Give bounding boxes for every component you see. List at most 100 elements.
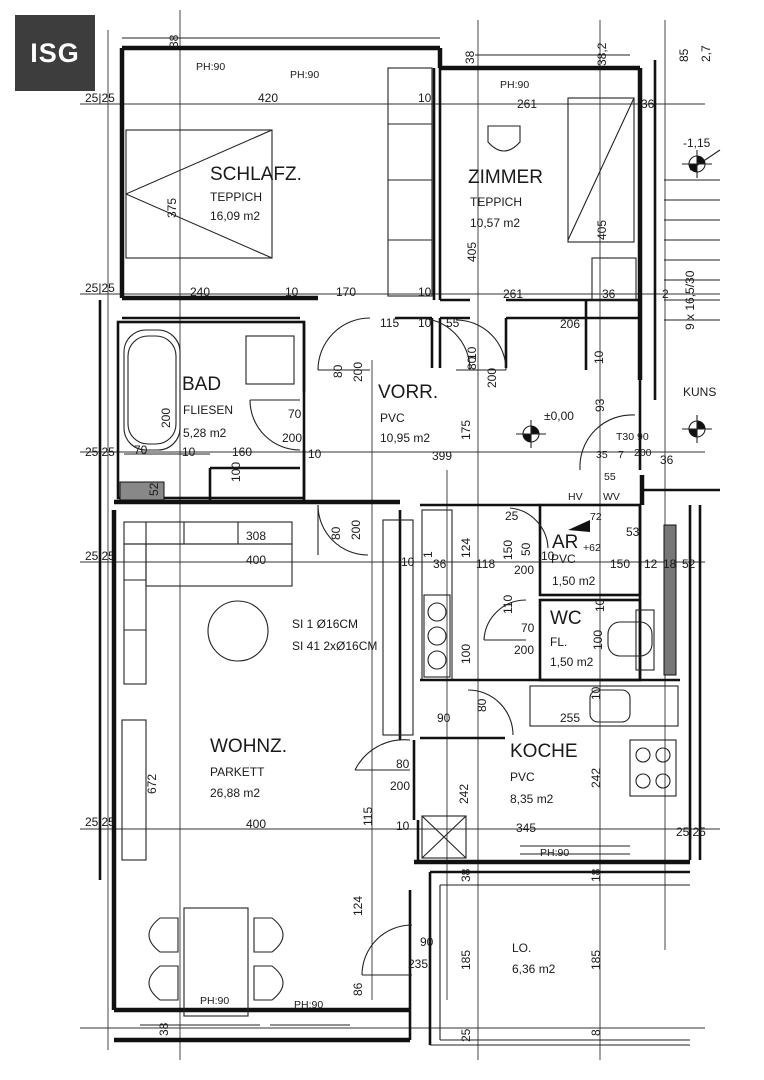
dim-label: 124	[459, 538, 473, 558]
dim-label: 150	[501, 540, 515, 560]
dim-label: 10	[418, 316, 432, 330]
room-floor-wc: FL.	[550, 635, 567, 649]
dim-label: 38	[167, 34, 181, 48]
dim-label: 200	[485, 368, 499, 388]
dim-label: 200	[351, 362, 365, 382]
room-floor-schlafz: TEPPICH	[210, 190, 262, 204]
note-level-0: ±0,00	[544, 409, 574, 423]
room-name-wc: WC	[550, 608, 582, 629]
dim-label: 38,2	[595, 42, 609, 66]
dim-label: 115	[380, 316, 399, 330]
room-area-koche: 8,35 m2	[510, 792, 554, 806]
room-name-ar: AR	[552, 532, 578, 553]
dim-label: 200	[159, 408, 173, 428]
dim-label: 400	[246, 553, 266, 567]
dimension-lines	[80, 10, 720, 1060]
dim-label: 115	[361, 807, 375, 826]
walls	[98, 37, 720, 1046]
dim-label: 25	[459, 1028, 473, 1042]
room-area-schlafz: 16,09 m2	[210, 209, 260, 223]
dim-label: 53	[626, 525, 640, 539]
dim-label: 10	[308, 447, 322, 461]
dim-label: 235	[408, 957, 428, 971]
dim-label: 10	[593, 598, 607, 612]
dim-label: 36	[602, 287, 616, 301]
dim-label: 25|25	[85, 549, 115, 563]
dim-label: 52	[147, 482, 161, 496]
dim-label: 93	[593, 398, 607, 412]
room-name-vorr: VORR.	[378, 382, 438, 403]
note-si41: SI 41 2xØ16CM	[292, 639, 377, 653]
room-labels: SCHLAFZ. TEPPICH 16,09 m2 ZIMMER TEPPICH…	[182, 164, 596, 976]
dim-label: PH:90	[196, 61, 225, 73]
dim-label: 420	[258, 91, 278, 105]
dim-label: 110	[501, 595, 515, 614]
dim-label: 100	[459, 644, 473, 664]
dim-label: 25|25	[85, 91, 115, 105]
note-plus62: +62	[583, 542, 601, 554]
dim-label: 261	[517, 97, 537, 111]
dim-label: 35	[596, 449, 608, 461]
note-t30: T30 90	[616, 431, 649, 443]
dim-label: 405	[465, 242, 479, 262]
note-wv: WV	[603, 491, 620, 503]
dim-label: 80	[465, 356, 479, 370]
dim-label: 1	[421, 551, 435, 558]
dim-label: 38	[459, 868, 473, 882]
dim-label: 375	[165, 198, 179, 218]
dim-label: 672	[145, 774, 159, 794]
dim-label: 10	[589, 686, 603, 700]
dim-label: 18	[589, 868, 603, 882]
dim-label: 18	[663, 557, 677, 571]
dim-label: PH:90	[290, 69, 319, 81]
dimension-labels: 38 38 38,2 85 2,7 PH:90 PH:90 PH:90 420 …	[85, 34, 713, 1042]
room-area-zimmer: 10,57 m2	[470, 216, 520, 230]
dim-label: 10	[396, 819, 410, 833]
dim-label: 400	[246, 817, 266, 831]
dim-label: 52	[682, 557, 696, 571]
room-floor-zimmer: TEPPICH	[470, 195, 522, 209]
dim-label: 50	[519, 542, 533, 556]
dim-label: 206	[560, 317, 580, 331]
dim-label: 90	[420, 935, 434, 949]
dim-label: 150	[610, 557, 630, 571]
dim-label: 175	[459, 420, 473, 440]
room-area-wohnz: 26,88 m2	[210, 786, 260, 800]
dim-label: 70	[288, 407, 302, 421]
dim-label: 200	[349, 520, 363, 540]
room-floor-ar: PVC	[551, 552, 576, 566]
note-stair: 9 x 16,5/30	[683, 270, 697, 330]
dim-label: 10	[401, 555, 415, 569]
dim-label: 124	[351, 896, 365, 916]
dim-label: PH:90	[540, 847, 569, 859]
room-area-lo: 6,36 m2	[512, 962, 556, 976]
level-marker-icon	[682, 150, 712, 178]
note-si1: SI 1 Ø16CM	[292, 617, 358, 631]
room-floor-wohnz: PARKETT	[210, 765, 265, 779]
dim-label: 10	[418, 91, 432, 105]
note-level-stair: -1,15	[683, 136, 711, 150]
dim-label: 100	[229, 462, 243, 482]
dim-label: 80	[331, 364, 345, 378]
dim-label: 100	[591, 630, 605, 650]
plan-notes: SI 1 Ø16CM SI 41 2xØ16CM ±0,00 -1,15 9 x…	[292, 136, 716, 653]
room-floor-vorr: PVC	[380, 411, 405, 425]
dim-label: 200	[282, 431, 302, 445]
furniture	[121, 97, 721, 1017]
dim-label: 8	[589, 1029, 603, 1036]
dim-label: 80	[329, 526, 343, 540]
dim-label: 25|25	[85, 281, 115, 295]
dim-label: 80	[396, 757, 410, 771]
dim-label: 55	[604, 471, 616, 483]
dim-label: 261	[503, 287, 523, 301]
dim-label: 10	[465, 346, 479, 360]
dim-label: 10	[418, 285, 432, 299]
dim-label: 10	[182, 445, 196, 459]
dim-label: 185	[589, 950, 603, 970]
dim-label: 70	[134, 443, 148, 457]
note-kuns: KUNS	[683, 385, 716, 399]
room-name-koche: KOCHE	[510, 741, 578, 762]
dim-label: 2,7	[699, 45, 713, 62]
dim-label: 36	[433, 557, 447, 571]
